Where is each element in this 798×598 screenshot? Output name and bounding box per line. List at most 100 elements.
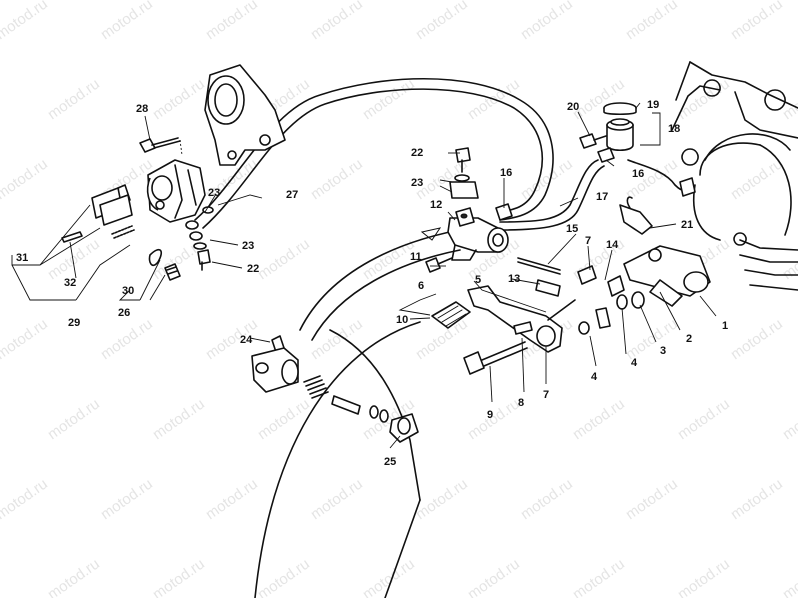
watermark-text: motod.ru	[465, 555, 523, 598]
callout-labels: 1 2 3 4 4 5 6 7 7 8 9 10 11 12 13 14 15 …	[16, 99, 728, 468]
brake-light-switch	[619, 159, 696, 235]
callout-26: 26	[118, 307, 130, 319]
callout-23c: 23	[242, 240, 254, 252]
watermark-text: motod.ru	[518, 475, 576, 523]
callout-25: 25	[384, 456, 396, 468]
watermark-text: motod.ru	[675, 395, 733, 443]
watermark-text: motod.ru	[675, 75, 733, 123]
pad-pins	[61, 225, 135, 243]
callout-7b: 7	[543, 389, 549, 401]
watermark-text: motod.ru	[203, 475, 261, 523]
callout-4a: 4	[631, 357, 638, 369]
callout-7a: 7	[585, 235, 591, 247]
watermark-text: motod.ru	[98, 0, 156, 43]
watermark-text: motod.ru	[570, 555, 628, 598]
banjo-fitting-upper	[449, 147, 513, 221]
callout-22a: 22	[411, 147, 423, 159]
callout-1: 1	[722, 320, 728, 332]
brake-pads	[91, 184, 133, 226]
watermark-text: motod.ru	[98, 315, 156, 363]
callout-27: 27	[286, 189, 298, 201]
callout-19: 19	[647, 99, 659, 111]
watermark-text: motod.ru	[308, 155, 366, 203]
watermark-text: motod.ru	[413, 475, 471, 523]
callout-23a: 23	[411, 177, 423, 189]
callout-10: 10	[396, 314, 408, 326]
watermark-text: motod.ru	[780, 395, 798, 443]
watermark-text: motod.ru	[308, 475, 366, 523]
watermark-text: motod.ru	[255, 555, 313, 598]
watermark-text: motod.ru	[623, 0, 681, 43]
engine-case-outline	[671, 61, 798, 291]
watermark-text: motod.ru	[728, 0, 786, 43]
watermark-text: motod.ru	[308, 0, 366, 43]
pedal-bolt-9	[463, 321, 533, 375]
brake-pedal-arm	[467, 285, 576, 353]
callout-30: 30	[122, 285, 134, 297]
watermark-text: motod.ru	[465, 395, 523, 443]
watermark-text: motod.ru	[780, 75, 798, 123]
callout-24: 24	[240, 334, 253, 346]
watermark-text: motod.ru	[518, 0, 576, 43]
watermark-text: motod.ru	[780, 235, 798, 283]
pedal-rubber-10	[431, 301, 471, 329]
watermark-text: motod.ru	[98, 475, 156, 523]
watermark-text: motod.ru	[780, 555, 798, 598]
callout-16a: 16	[500, 167, 512, 179]
callout-15: 15	[566, 223, 578, 235]
callout-4b: 4	[591, 371, 598, 383]
watermark-text: motod.ru	[45, 75, 103, 123]
callout-28: 28	[136, 103, 148, 115]
banjo-fitting-lower	[185, 206, 214, 271]
callout-13: 13	[508, 273, 520, 285]
caliper-bracket	[204, 64, 286, 166]
master-cylinder	[447, 207, 509, 261]
callout-8: 8	[518, 397, 524, 409]
callout-23b: 23	[208, 187, 220, 199]
callout-5: 5	[475, 274, 481, 286]
watermark-text: motod.ru	[360, 555, 418, 598]
bolt-11	[425, 257, 453, 273]
master-cylinder-exploded	[251, 335, 419, 443]
pushrod-13-15	[517, 257, 597, 297]
callout-17: 17	[596, 191, 608, 203]
brake-caliper	[146, 159, 206, 223]
watermark-text: motod.ru	[0, 315, 51, 363]
callout-31: 31	[16, 252, 28, 264]
callout-11: 11	[410, 251, 422, 263]
watermark-text: motod.ru	[570, 395, 628, 443]
callout-16b: 16	[632, 168, 644, 180]
callout-32: 32	[64, 277, 76, 289]
caliper-small-parts	[148, 248, 181, 281]
watermark-text: motod.ru	[413, 0, 471, 43]
watermark-text: motod.ru	[45, 395, 103, 443]
reservoir-hose	[499, 159, 605, 231]
pedal-pivot-bracket	[623, 245, 711, 307]
callout-14: 14	[606, 239, 619, 251]
leader-lines	[11, 102, 717, 449]
watermark-text: motod.ru	[728, 475, 786, 523]
callout-12: 12	[430, 199, 442, 211]
watermark-text: motod.ru	[255, 235, 313, 283]
callout-18: 18	[668, 123, 680, 135]
watermark-text: motod.ru	[0, 475, 51, 523]
bolt-28	[139, 137, 183, 156]
watermark-text: motod.ru	[623, 475, 681, 523]
watermark-text: motod.ru	[150, 395, 208, 443]
watermark-text: motod.ru	[0, 155, 51, 203]
callout-21: 21	[681, 219, 693, 231]
watermark-text: motod.ru	[675, 555, 733, 598]
fluid-reservoir	[579, 102, 637, 163]
watermark-text: motod.ru	[728, 315, 786, 363]
callout-20: 20	[567, 101, 579, 113]
callout-29: 29	[68, 317, 80, 329]
callout-9: 9	[487, 409, 493, 421]
watermark-text: motod.ru	[518, 155, 576, 203]
callout-3: 3	[660, 345, 666, 357]
watermark-text: motod.ru	[0, 0, 51, 43]
watermark-text: motod.ru	[150, 555, 208, 598]
watermark-text: motod.ru	[570, 75, 628, 123]
watermark-text: motod.ru	[255, 395, 313, 443]
pivot-parts	[578, 275, 645, 335]
